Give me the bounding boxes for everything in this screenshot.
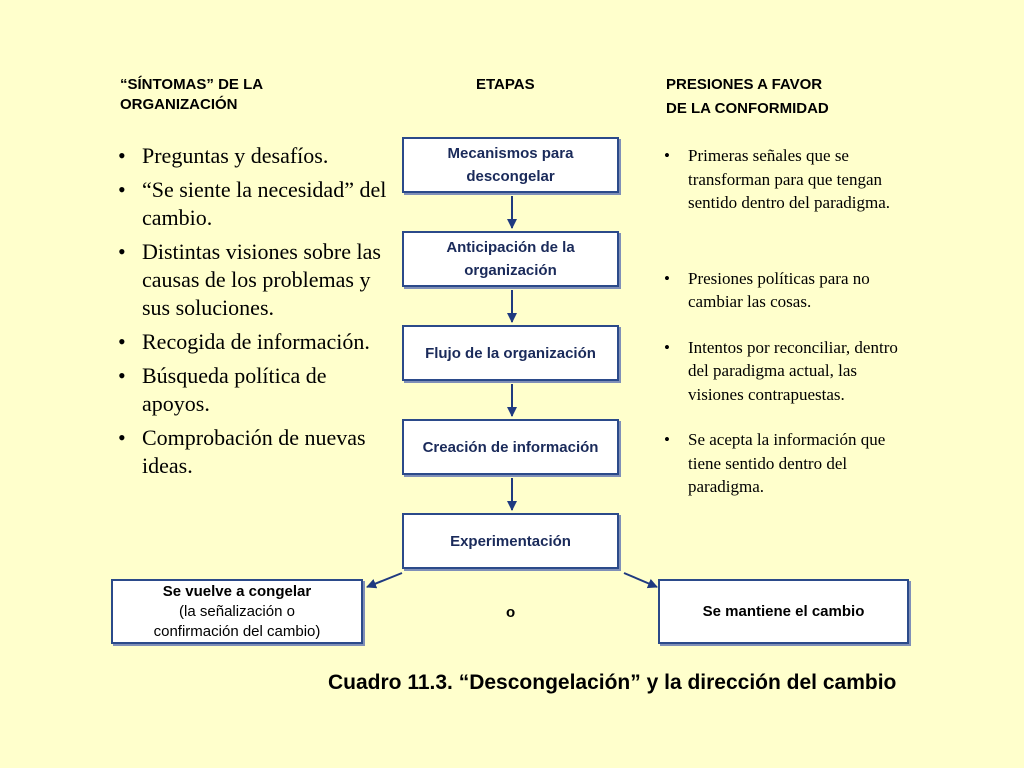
change-maintained-box: Se mantiene el cambio xyxy=(658,579,909,644)
stage-box-information-creation: Creación de información xyxy=(402,419,619,475)
stage-box-flow: Flujo de la organización xyxy=(402,325,619,381)
symptoms-heading-line-1: “SÍNTOMAS” DE LA xyxy=(120,76,264,93)
refreeze-box: Se vuelve a congelar (la señalización o … xyxy=(111,579,363,644)
symptom-item: Distintas visiones sobre las causas de l… xyxy=(118,238,388,322)
pressures-heading: PRESIONES A FAVOR DE LA CONFORMIDAD xyxy=(666,73,906,120)
symptom-item: Recogida de información. xyxy=(118,328,388,356)
arrow-to-refreeze xyxy=(366,572,403,589)
stage-label: Mecanismos para descongelar xyxy=(447,145,574,185)
figure-caption: Cuadro 11.3. “Descongelación” y la direc… xyxy=(328,671,897,694)
symptom-item: Búsqueda política de apoyos. xyxy=(118,362,388,418)
symptoms-heading: “SÍNTOMAS” DE LA ORGANIZACIÓN xyxy=(120,73,350,116)
pressures-heading-line-1: PRESIONES A FAVOR xyxy=(666,76,823,93)
pressure-item: Presiones políticas para no cambiar las … xyxy=(664,267,914,314)
symptom-item: Preguntas y desafíos. xyxy=(118,142,388,170)
pressure-item: Se acepta la información que tiene senti… xyxy=(664,428,914,499)
stage-box-unfreeze-mechanisms: Mecanismos para descongelar xyxy=(402,137,619,193)
refreeze-title: Se vuelve a congelar xyxy=(162,582,312,600)
pressure-item: Intentos por reconciliar, dentro del par… xyxy=(664,336,914,407)
stage-box-experimentation: Experimentación xyxy=(402,513,619,569)
refreeze-sub-line-1: (la señalización o xyxy=(179,602,295,620)
stages-heading: ETAPAS xyxy=(476,76,535,93)
pressures-heading-line-2: DE LA CONFORMIDAD xyxy=(666,100,829,117)
pressure-item: Primeras señales que se transforman para… xyxy=(664,144,914,215)
stage-label: Anticipación de la organización xyxy=(446,239,575,279)
refreeze-sub-line-2: confirmación del cambio) xyxy=(153,622,321,640)
symptoms-list: Preguntas y desafíos. “Se siente la nece… xyxy=(118,142,388,486)
outcome-separator: o xyxy=(506,604,516,621)
symptom-item: “Se siente la necesidad” del cambio. xyxy=(118,176,388,232)
stage-label: Experimentación xyxy=(450,532,571,550)
stage-label: Flujo de la organización xyxy=(425,344,596,362)
symptom-item: Comprobación de nuevas ideas. xyxy=(118,424,388,480)
stage-box-anticipation: Anticipación de la organización xyxy=(402,231,619,287)
change-maintained-label: Se mantiene el cambio xyxy=(702,602,865,620)
stage-label: Creación de información xyxy=(422,438,599,456)
arrow-to-change-maintained xyxy=(623,572,658,589)
symptoms-heading-line-2: ORGANIZACIÓN xyxy=(120,96,238,113)
pressures-list: Primeras señales que se transforman para… xyxy=(664,144,914,499)
